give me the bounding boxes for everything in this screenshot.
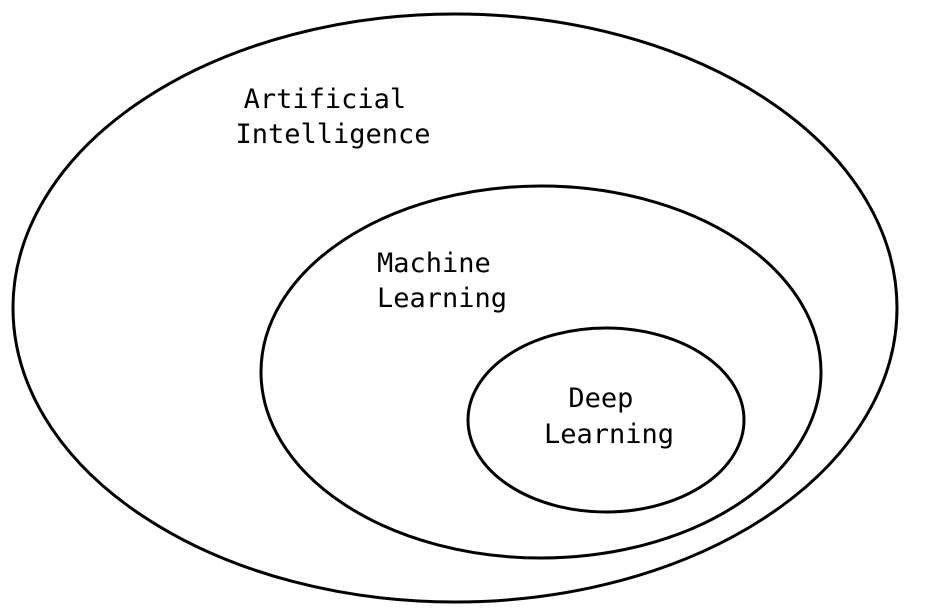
ai-label-line1: Artificial xyxy=(244,84,407,115)
ml-ellipse xyxy=(259,184,823,560)
dl-region: Deep Learning xyxy=(466,326,746,514)
ml-label: Machine Learning xyxy=(377,248,507,314)
ai-label: Artificial Intelligence xyxy=(235,84,430,150)
dl-label-line2: Learning xyxy=(544,419,674,450)
ml-label-line1: Machine xyxy=(377,248,491,279)
ml-region: Machine Learning xyxy=(259,184,823,560)
ml-label-line2: Learning xyxy=(377,283,507,314)
ai-label-line2: Intelligence xyxy=(235,119,430,150)
dl-label: Deep Learning xyxy=(544,383,674,450)
dl-ellipse xyxy=(466,326,746,514)
ai-ellipse xyxy=(11,12,899,604)
dl-label-line1: Deep xyxy=(568,383,633,414)
ai-region: Artificial Intelligence xyxy=(11,12,899,604)
